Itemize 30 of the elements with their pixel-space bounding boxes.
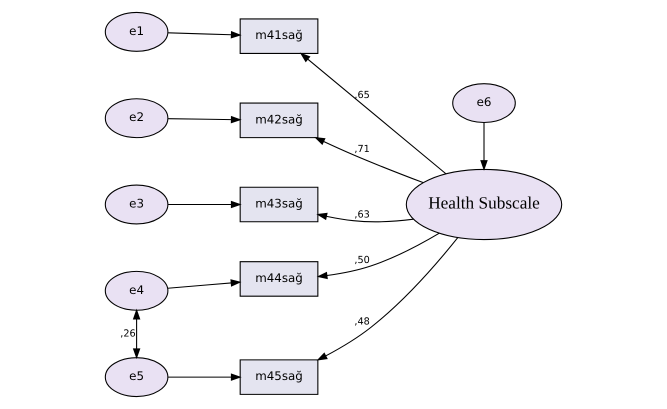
arrow bbox=[300, 52, 446, 174]
node-ellipse: e3 bbox=[104, 184, 168, 224]
arrow bbox=[314, 137, 424, 184]
node-ellipse: e5 bbox=[104, 357, 168, 398]
edge-label: ,65 bbox=[354, 90, 370, 101]
node-box: m43sağ bbox=[240, 186, 318, 222]
arrow bbox=[168, 200, 242, 208]
node-box: m45sağ bbox=[240, 359, 318, 395]
node-ellipse: e4 bbox=[104, 270, 168, 311]
arrow bbox=[316, 237, 458, 361]
arrow bbox=[168, 30, 242, 39]
node-box: m42sağ bbox=[240, 102, 318, 138]
arrow bbox=[168, 279, 242, 289]
edge-label: ,71 bbox=[354, 144, 370, 155]
arrow bbox=[168, 373, 242, 381]
node-ellipse: e1 bbox=[104, 12, 168, 52]
edge-label: ,50 bbox=[354, 254, 370, 266]
arrow bbox=[168, 116, 242, 124]
arrow bbox=[480, 122, 488, 171]
edge-label: ,26 bbox=[120, 328, 136, 340]
arrow bbox=[132, 308, 140, 360]
node-box: m41sağ bbox=[240, 18, 318, 54]
edge-label: ,48 bbox=[354, 316, 370, 328]
edge-label: ,63 bbox=[354, 210, 370, 221]
node-ellipse: e6 bbox=[452, 83, 516, 124]
arrow bbox=[316, 212, 414, 222]
node-box: m44sağ bbox=[240, 261, 318, 297]
node-ellipse: Health Subscale bbox=[406, 168, 562, 240]
arrow bbox=[316, 232, 440, 280]
node-ellipse: e2 bbox=[104, 98, 168, 138]
